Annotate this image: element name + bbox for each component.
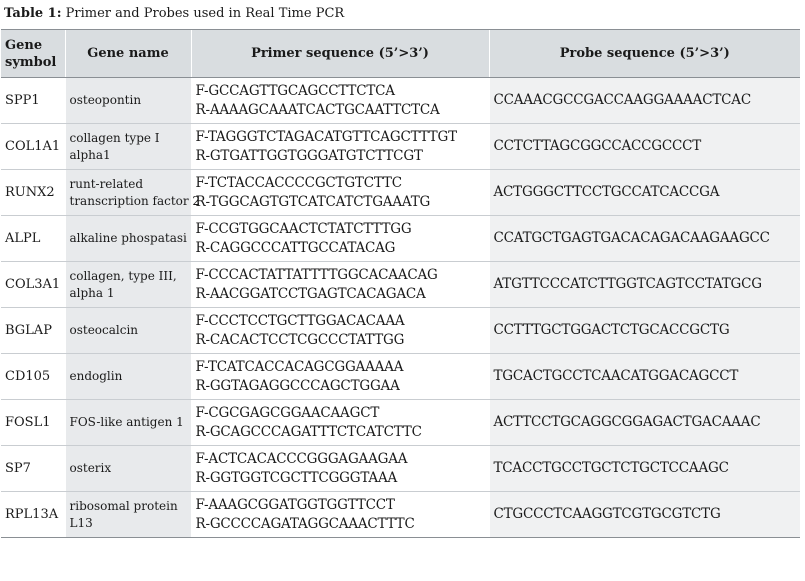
- reverse-primer: R-AAAAGCAAATCACTGCAATTCTCA: [195, 101, 440, 118]
- table-caption: Table 1: Primer and Probes used in Real …: [4, 6, 344, 21]
- probe-sequence-cell: TCACCTGCCTGCTCTGCTCCAAGC: [488, 445, 800, 492]
- gene-name-line: ribosomal protein: [69, 498, 178, 513]
- gene-name-line: transcription factor 2: [69, 193, 201, 208]
- gene-name-line: endoglin: [69, 369, 123, 383]
- primer-sequence-cell: F-AAAGCGGATGGTGGTTCCT R-GCCCCAGATAGGCAAAC…: [190, 491, 489, 538]
- probe-sequence-cell: TGCACTGCCTCAACATGGACAGCCT: [488, 353, 800, 400]
- probe-sequence-cell: CCATGCTGAGTGACACAGACAAGAAGCC: [488, 215, 800, 262]
- gene-symbol-cell: FOSL1: [1, 399, 65, 446]
- table-row: SPP1 osteopontin F-GCCAGTTGCAGCCTTCTCA R-AA…: [1, 77, 800, 124]
- gene-name-line: osteocalcin: [69, 323, 139, 337]
- primer-probe-table: Gene symbol Gene name Primer sequence (5…: [1, 29, 800, 538]
- gene-name-line: osterix: [69, 461, 112, 475]
- forward-primer: F-CCGTGGCAACTCTATCTTTGG: [195, 220, 412, 237]
- primer-sequence-cell: F-GCCAGTTGCAGCCTTCTCA R-AAAAGCAAATCACTGCA…: [190, 77, 489, 124]
- header-gene-name: Gene name: [64, 29, 191, 78]
- probe-sequence-cell: CCTCTTAGCGGCCACCGCCCT: [488, 123, 800, 170]
- header-probe-sequence: Probe sequence (5’>3’): [488, 29, 800, 78]
- primer-sequence-cell: F-TAGGGTCTAGACATGTTCAGCTTTGT R-GTGATTGGTG…: [190, 123, 489, 170]
- gene-name-cell: collagen, type III, alpha 1: [64, 261, 191, 308]
- gene-symbol-cell: CD105: [1, 353, 65, 400]
- forward-primer: F-TCTACCACCCCGCTGTCTTC: [195, 174, 403, 191]
- primer-sequence-cell: F-CCGTGGCAACTCTATCTTTGG R-CAGGCCCATTGCCAT…: [190, 215, 489, 262]
- probe-sequence-cell: ACTTCCTGCAGGCGGAGACTGACAAAC: [488, 399, 800, 446]
- primer-sequence-cell: F-TCATCACCACAGCGGAAAAA R-GGTAGAGGCCCAGCTG…: [190, 353, 489, 400]
- header-gene-symbol: Gene symbol: [1, 29, 65, 78]
- probe-sequence-cell: CTGCCCTCAAGGTCGTGCGTCTG: [488, 491, 800, 538]
- gene-name-cell: FOS-like antigen 1: [64, 399, 191, 446]
- probe-sequence-cell: CCTTTGCTGGACTCTGCACCGCTG: [488, 307, 800, 354]
- gene-symbol-cell: COL1A1: [1, 123, 65, 170]
- table-row: COL1A1 collagen type I alpha1 F-TAGGGTCTAGA…: [1, 123, 800, 170]
- reverse-primer: R-AACGGATCCTGAGTCACAGACA: [195, 285, 426, 302]
- reverse-primer: R-GCCCCAGATAGGCAAACTTTC: [195, 515, 415, 532]
- gene-name-cell: endoglin: [64, 353, 191, 400]
- gene-name-cell: osteopontin: [64, 77, 191, 124]
- table-header-row: Gene symbol Gene name Primer sequence (5…: [1, 29, 800, 78]
- table-caption-text: Primer and Probes used in Real Time PCR: [65, 6, 345, 21]
- table-row: COL3A1 collagen, type III, alpha 1 F-CCCACT…: [1, 261, 800, 308]
- forward-primer: F-CCCACTATTATTTTGGCACAACAG: [195, 266, 438, 283]
- gene-name-line: runt-related: [69, 176, 144, 191]
- gene-name-line: alkaline phospatasi: [69, 231, 187, 245]
- table-row: SP7 osterix F-ACTCACACCCGGGAGAAGAA R-GGTGGT…: [1, 445, 800, 492]
- gene-symbol-cell: RPL13A: [1, 491, 65, 538]
- gene-name-line: osteopontin: [69, 93, 142, 107]
- primer-sequence-cell: F-CCCTCCTGCTTGGACACAAA R-CACACTCCTCGCCCTA…: [190, 307, 489, 354]
- reverse-primer: R-TGGCAGTGTCATCATCTGAAATG: [195, 193, 431, 210]
- probe-sequence-cell: CCAAACGCCGACCAAGGAAAACTCAC: [488, 77, 800, 124]
- gene-symbol-cell: SPP1: [1, 77, 65, 124]
- gene-symbol-cell: ALPL: [1, 215, 65, 262]
- gene-name-cell: runt-related transcription factor 2: [64, 169, 201, 216]
- gene-name-line: collagen, type III,: [69, 268, 177, 283]
- table-row: BGLAP osteocalcin F-CCCTCCTGCTTGGACACAAA R-…: [1, 307, 800, 354]
- forward-primer: F-GCCAGTTGCAGCCTTCTCA: [195, 82, 396, 99]
- forward-primer: F-CCCTCCTGCTTGGACACAAA: [195, 312, 405, 329]
- reverse-primer: R-GTGATTGGTGGGATGTCTTCGT: [195, 147, 423, 164]
- reverse-primer: R-CAGGCCCATTGCCATACAG: [195, 239, 396, 256]
- forward-primer: F-TAGGGTCTAGACATGTTCAGCTTTGT: [195, 128, 458, 145]
- reverse-primer: R-GGTAGAGGCCCAGCTGGAA: [195, 377, 400, 394]
- forward-primer: F-ACTCACACCCGGGAGAAGAA: [195, 450, 408, 467]
- gene-symbol-cell: BGLAP: [1, 307, 65, 354]
- table-row: FOSL1 FOS-like antigen 1 F-CGCGAGCGGAACAAG…: [1, 399, 800, 446]
- header-gene-symbol-line1: Gene: [5, 37, 43, 53]
- forward-primer: F-TCATCACCACAGCGGAAAAA: [195, 358, 404, 375]
- gene-name-cell: osteocalcin: [64, 307, 191, 354]
- forward-primer: F-AAAGCGGATGGTGGTTCCT: [195, 496, 395, 513]
- header-gene-symbol-line2: symbol: [5, 54, 57, 70]
- reverse-primer: R-GGTGGTCGCTTCGGGTAAA: [195, 469, 398, 486]
- gene-name-line: FOS-like antigen 1: [69, 415, 184, 429]
- header-primer-sequence: Primer sequence (5’>3’): [190, 29, 489, 78]
- gene-name-line: L13: [69, 515, 93, 530]
- gene-name-line: collagen type I: [69, 130, 160, 145]
- probe-sequence-cell: ATGTTCCCATCTTGGTCAGTCCTATGCG: [488, 261, 800, 308]
- primer-sequence-cell: F-TCTACCACCCCGCTGTCTTC R-TGGCAGTGTCATCATC…: [190, 169, 489, 216]
- gene-symbol-cell: RUNX2: [1, 169, 65, 216]
- reverse-primer: R-CACACTCCTCGCCCTATTGG: [195, 331, 405, 348]
- table-row: CD105 endoglin F-TCATCACCACAGCGGAAAAA R-GGT…: [1, 353, 800, 400]
- primer-sequence-cell: F-CGCGAGCGGAACAAGCT R-GCAGCCCAGATTTCTCATC…: [190, 399, 489, 446]
- table-body: SPP1 osteopontin F-GCCAGTTGCAGCCTTCTCA R-AA…: [1, 77, 800, 538]
- table-caption-label: Table 1:: [4, 6, 62, 21]
- reverse-primer: R-GCAGCCCAGATTTCTCATCTTC: [195, 423, 422, 440]
- gene-symbol-cell: COL3A1: [1, 261, 65, 308]
- gene-name-cell: osterix: [64, 445, 191, 492]
- primer-sequence-cell: F-ACTCACACCCGGGAGAAGAA R-GGTGGTCGCTTCGGGT…: [190, 445, 489, 492]
- gene-name-cell: alkaline phospatasi: [64, 215, 191, 262]
- gene-name-cell: collagen type I alpha1: [64, 123, 191, 170]
- gene-name-line: alpha1: [69, 147, 111, 162]
- gene-name-line: alpha 1: [69, 285, 115, 300]
- primer-sequence-cell: F-CCCACTATTATTTTGGCACAACAG R-AACGGATCCTGA…: [190, 261, 489, 308]
- forward-primer: F-CGCGAGCGGAACAAGCT: [195, 404, 380, 421]
- probe-sequence-cell: ACTGGGCTTCCTGCCATCACCGA: [488, 169, 800, 216]
- gene-symbol-cell: SP7: [1, 445, 65, 492]
